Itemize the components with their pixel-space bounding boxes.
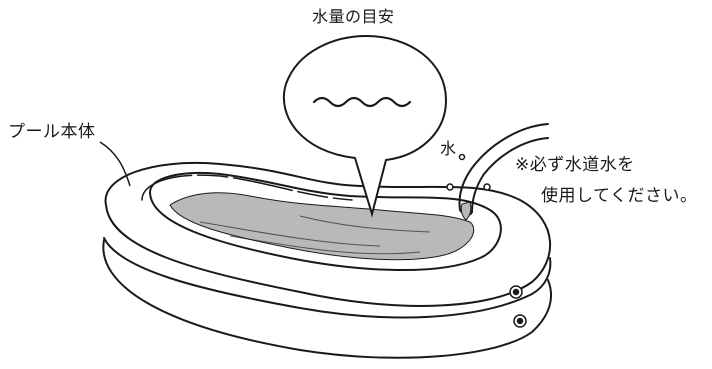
pool-inner-rim: [149, 171, 502, 271]
water-surface: [169, 192, 475, 261]
pool-outer-ring: [102, 239, 553, 359]
water-level-callout: [282, 34, 448, 218]
pool-leader-line: [99, 141, 131, 187]
tap-water-note-line1: ※必ず水道水を: [515, 155, 635, 175]
wavy-line-icon: [312, 96, 412, 108]
pool-seam: [103, 237, 552, 319]
water-level-guide-label: 水量の目安: [312, 7, 395, 26]
tap-water-note-line2: 使用してください。: [541, 186, 698, 206]
pool-top-ring: [104, 162, 552, 307]
pool-body-label: プール本体: [8, 122, 96, 142]
water-label: 水: [440, 139, 457, 158]
valve-icon: [509, 285, 527, 328]
